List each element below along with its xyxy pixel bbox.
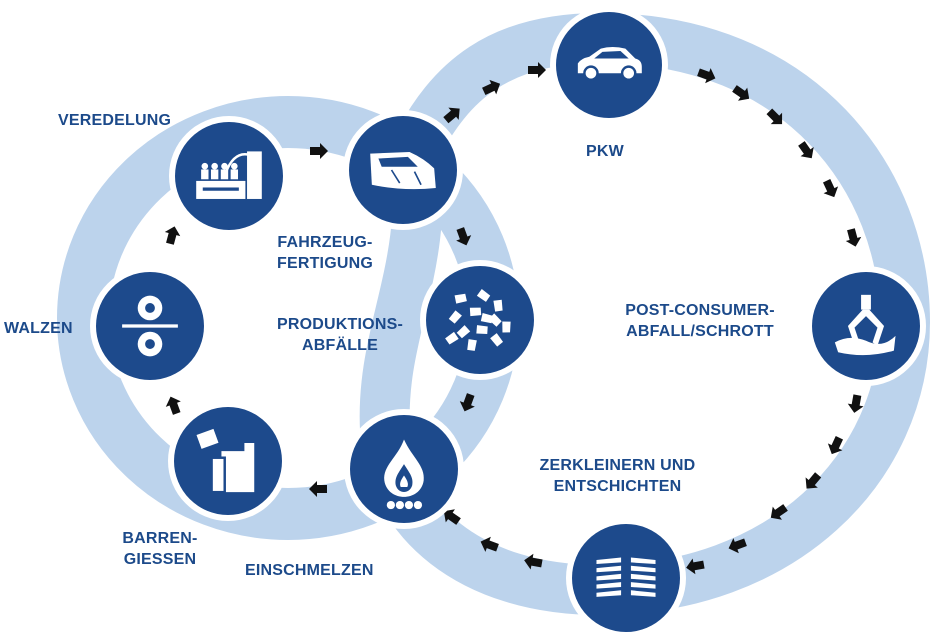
label-post-consumer-schrott: POST-CONSUMER- ABFALL/SCHROTT: [600, 300, 800, 342]
label-einschmelzen-line1: EINSCHMELZEN: [245, 562, 374, 579]
shredder-icon: [596, 557, 656, 597]
flow-arrow: [770, 504, 788, 520]
flow-arrow: [528, 62, 546, 78]
flow-arrow: [459, 393, 475, 412]
flow-arrow: [766, 108, 783, 125]
flow-arrow: [845, 228, 862, 247]
label-zerkleinern: ZERKLEINERN UND ENTSCHICHTEN: [520, 455, 715, 497]
node-einschmelzen: [344, 409, 464, 529]
factory-icon: [196, 151, 262, 199]
flow-arrow: [524, 553, 543, 570]
node-fahrzeug: [343, 110, 463, 230]
flow-arrow: [309, 481, 327, 497]
flow-arrow: [443, 509, 461, 525]
label-zerkleinern-line2: ENTSCHICHTEN: [553, 478, 682, 495]
flow-arrows: [164, 62, 864, 575]
label-produktionsabfaelle: PRODUKTIONS- ABFÄLLE: [255, 314, 425, 356]
label-produktion-line1: PRODUKTIONS-: [277, 316, 403, 333]
flow-arrow: [805, 472, 822, 489]
label-barren-line2: GIESSEN: [123, 551, 197, 568]
node-schrott: [806, 266, 926, 386]
flow-arrow: [456, 227, 472, 246]
node-zerkleinern: [566, 518, 686, 637]
flow-arrow: [697, 68, 716, 84]
flow-arrow: [443, 107, 460, 124]
scrap-pieces-icon: [445, 288, 511, 351]
car-body-icon: [370, 151, 436, 190]
label-produktion-line2: ABFÄLLE: [301, 337, 379, 354]
label-fahrzeug-line1: FAHRZEUG-: [277, 234, 373, 251]
label-pkw-line1: PKW: [586, 143, 624, 160]
label-fahrzeugfertigung: FAHRZEUG- FERTIGUNG: [255, 232, 395, 274]
label-zerkleinern-line1: ZERKLEINERN UND: [539, 457, 696, 474]
node-barren: [168, 401, 288, 521]
label-barren-line1: BARREN-: [122, 530, 198, 547]
label-barrengiessen: BARREN- GIESSEN: [110, 528, 210, 570]
rolling-mill-icon: [122, 295, 178, 357]
flow-arrow: [847, 394, 864, 413]
flow-arrow: [482, 79, 501, 96]
flow-arrow: [732, 85, 750, 101]
label-veredelung-line1: VEREDELUNG: [58, 112, 172, 129]
flame-icon: [384, 439, 424, 510]
flow-arrow: [798, 141, 814, 159]
node-pkw: [550, 6, 668, 124]
node-walzen: [90, 266, 210, 386]
flow-arrow: [686, 558, 705, 575]
label-walzen: WALZEN: [4, 318, 73, 339]
node-produktion: [420, 260, 540, 380]
casting-icon: [196, 428, 255, 494]
flow-arrow: [822, 179, 839, 198]
scrap-grabber-icon: [834, 294, 896, 356]
label-pkw: PKW: [586, 141, 624, 162]
label-schrott-line2: ABFALL/SCHROTT: [626, 323, 774, 340]
flow-arrow: [728, 538, 747, 554]
flow-arrow: [827, 436, 844, 455]
flow-arrow: [310, 143, 328, 159]
flow-arrow: [165, 396, 181, 415]
label-veredelung: VEREDELUNG: [58, 110, 171, 131]
flow-arrow: [164, 226, 181, 245]
car-icon: [577, 46, 642, 81]
label-schrott-line1: POST-CONSUMER-: [625, 302, 775, 319]
process-nodes: [90, 6, 926, 637]
label-einschmelzen: EINSCHMELZEN: [245, 560, 374, 581]
flow-arrow: [480, 536, 499, 552]
label-fahrzeug-line2: FERTIGUNG: [276, 255, 374, 272]
node-veredelung: [169, 116, 289, 236]
label-walzen-line1: WALZEN: [4, 320, 73, 337]
